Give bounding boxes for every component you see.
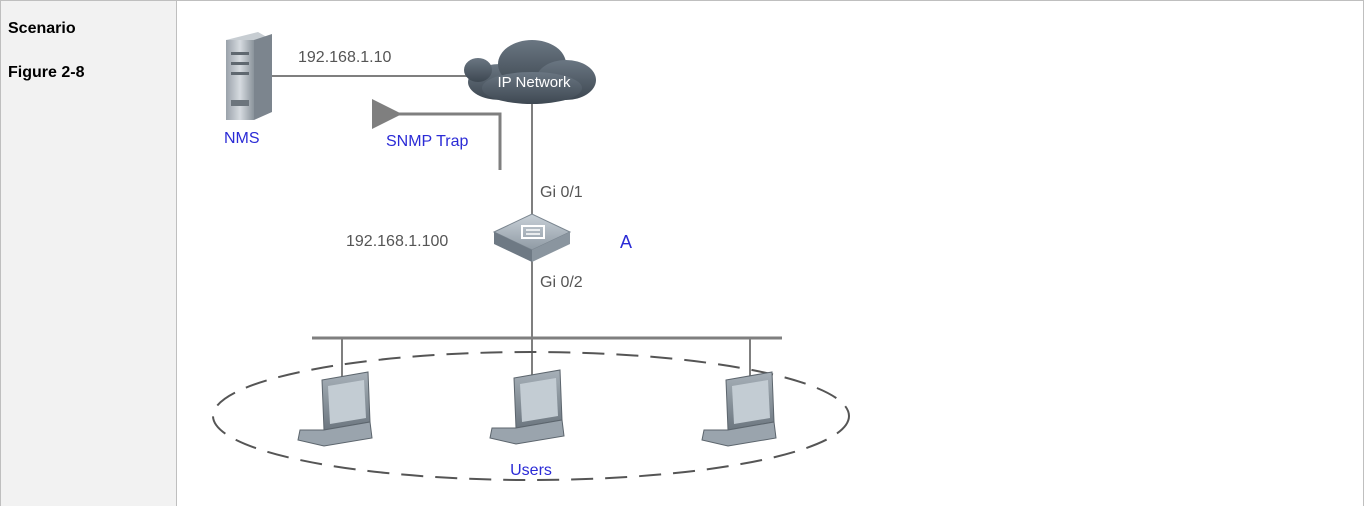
laptop-icon xyxy=(701,371,777,447)
switch-icon xyxy=(492,213,572,262)
scenario-heading: Scenario xyxy=(8,20,76,37)
switch-ip-label: 192.168.1.100 xyxy=(346,233,448,250)
figure-label: Figure 2-8 xyxy=(8,64,85,81)
trap-arrow xyxy=(372,99,502,170)
snmp-trap-label: SNMP Trap xyxy=(386,133,469,150)
laptop-icon xyxy=(297,371,373,447)
server-icon xyxy=(226,32,272,120)
left-border xyxy=(0,0,1,506)
port-down-label: Gi 0/2 xyxy=(540,274,583,291)
users-label: Users xyxy=(510,462,552,479)
cloud-label: IP Network xyxy=(497,74,571,91)
label-cell: Scenario Figure 2-8 xyxy=(0,0,176,506)
laptop-icon xyxy=(489,369,565,445)
top-border xyxy=(0,0,1364,1)
nms-label: NMS xyxy=(224,130,260,147)
switch-name-label: A xyxy=(620,232,632,252)
column-divider xyxy=(176,0,177,506)
nms-ip-label: 192.168.1.10 xyxy=(298,49,392,66)
port-up-label: Gi 0/1 xyxy=(540,184,583,201)
cloud-icon xyxy=(464,40,596,104)
users-group-outline xyxy=(212,351,850,481)
